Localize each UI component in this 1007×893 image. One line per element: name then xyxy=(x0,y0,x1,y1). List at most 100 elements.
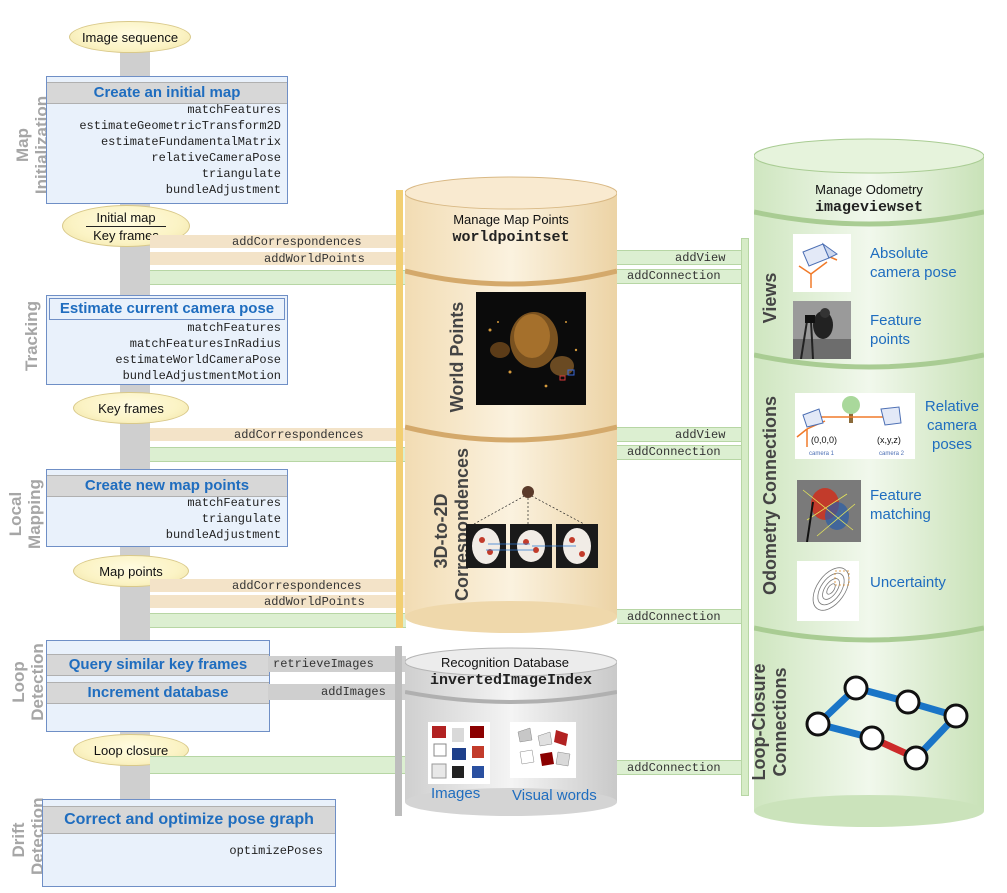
green-divider-bar xyxy=(741,238,749,796)
feature-matching-icon xyxy=(797,480,861,542)
fn-triangulate: triangulate xyxy=(201,167,281,181)
label-add-connection-2: addConnection xyxy=(627,445,721,459)
fn-estimate-fundamental-matrix: estimateFundamentalMatrix xyxy=(100,135,281,149)
worldpointset-class: worldpointset xyxy=(452,229,570,246)
feature-points-label: Feature points xyxy=(870,311,950,349)
label-retrieve-images: retrieveImages xyxy=(273,657,374,671)
label-add-world-points-3: addWorldPoints xyxy=(264,595,365,609)
band-add-connection-3 xyxy=(617,609,745,624)
band-add-world-points-3 xyxy=(150,595,406,608)
pill-label-bottom: Key frames xyxy=(93,227,159,243)
fn-match-features-in-radius: matchFeaturesInRadius xyxy=(129,337,281,351)
loop-detection-box: Query similar key frames Increment datab… xyxy=(46,640,270,732)
stage-label-text: Local Mapping xyxy=(6,479,44,549)
label-add-correspondences-1: addCorrespondences xyxy=(232,235,362,249)
feature-points-icon xyxy=(793,301,851,359)
world-points-image xyxy=(476,292,586,405)
pill-label: Image sequence xyxy=(81,29,179,45)
label-add-view-1: addView xyxy=(675,251,726,265)
views-section-label: Views xyxy=(760,272,780,324)
feature-matching-text: Feature matching xyxy=(870,487,931,523)
visual-words-label: Visual words xyxy=(512,787,597,804)
fn-triangulate: triangulate xyxy=(201,512,281,526)
label-add-images: addImages xyxy=(321,685,386,699)
relative-poses-icon: (0,0,0) (x,y,z) camera 1 camera 2 xyxy=(795,393,915,459)
label-add-correspondences-3: addCorrespondences xyxy=(232,579,362,593)
fn-match-features: matchFeatures xyxy=(187,103,281,117)
mapping-title: Create new map points xyxy=(47,475,287,497)
fn-optimize-poses: optimizePoses xyxy=(229,844,323,858)
stage-loop-detection: Loop Detection xyxy=(9,637,49,727)
gray-divider-bar xyxy=(395,646,402,816)
fn-match-features: matchFeatures xyxy=(187,321,281,335)
stage-tracking: Tracking xyxy=(22,301,41,371)
stage-label-text: Loop Detection xyxy=(9,643,47,721)
xyz-text: (x,y,z) xyxy=(877,435,901,445)
label-add-connection-3: addConnection xyxy=(627,610,721,624)
odometry-cylinder xyxy=(754,138,984,827)
loop-closure-label-text: Loop-Closure Connections xyxy=(749,663,790,781)
feature-points-text: Feature points xyxy=(870,312,922,348)
band-add-correspondences-2 xyxy=(150,428,406,441)
mapping-box: Create new map points matchFeatures tria… xyxy=(46,469,288,547)
increment-database-title: Increment database xyxy=(47,682,269,704)
fn-bundle-adjustment: bundleAdjustment xyxy=(165,183,281,197)
feature-matching-label: Feature matching xyxy=(870,486,950,524)
band-add-connection-2-left xyxy=(150,447,406,462)
drift-detection-box: Correct and optimize pose graph optimize… xyxy=(42,799,336,887)
absolute-pose-label: Absolute camera pose xyxy=(870,244,980,282)
image-sequence-pill: Image sequence xyxy=(69,21,191,53)
pill-label: Map points xyxy=(99,563,163,579)
odometry-connections-label: Odometry Connections xyxy=(760,395,780,595)
band-add-view-2 xyxy=(617,427,745,442)
query-similar-title: Query similar key frames xyxy=(47,654,269,676)
label-add-connection-4: addConnection xyxy=(627,761,721,775)
world-points-section-label: World Points xyxy=(447,301,467,413)
band-add-correspondences-3 xyxy=(150,579,406,592)
band-add-connection-4-left xyxy=(150,756,406,774)
band-add-images xyxy=(268,684,406,700)
loop-closure-pill: Loop closure xyxy=(73,734,189,766)
recognition-title: Recognition Database xyxy=(441,655,569,670)
fn-match-features: matchFeatures xyxy=(187,496,281,510)
relative-poses-label: Relative camera poses xyxy=(918,397,986,454)
uncertainty-icon xyxy=(797,561,859,621)
band-add-connection-4 xyxy=(617,760,745,775)
stage-local-mapping: Local Mapping xyxy=(6,474,46,554)
camera2-text: camera 2 xyxy=(879,451,905,457)
pill-label: Key frames xyxy=(98,400,164,416)
band-add-connection-1-left xyxy=(150,270,406,285)
pill-label: Loop closure xyxy=(93,742,169,758)
band-add-connection-3-left xyxy=(150,613,406,628)
correspondences-image xyxy=(466,486,598,568)
visual-words-thumbnail xyxy=(510,722,576,778)
tracking-box: Estimate current camera pose matchFeatur… xyxy=(46,295,288,385)
pose-graph xyxy=(805,675,969,771)
loop-closure-connections-label: Loop-Closure Connections xyxy=(749,649,793,795)
initial-map-box: Create an initial map matchFeatures esti… xyxy=(46,76,288,204)
camera1-text: camera 1 xyxy=(809,451,835,457)
band-add-connection-2 xyxy=(617,445,745,460)
imageviewset-class: imageviewset xyxy=(814,199,924,216)
band-add-view-1 xyxy=(617,250,745,265)
origin-text: (0,0,0) xyxy=(811,435,837,445)
band-retrieve-images xyxy=(268,656,406,672)
initial-map-title: Create an initial map xyxy=(47,82,287,104)
band-add-connection-1 xyxy=(617,269,745,284)
fn-estimate-world-camera-pose: estimateWorldCameraPose xyxy=(115,353,281,367)
label-add-view-2: addView xyxy=(675,428,726,442)
label-add-correspondences-2: addCorrespondences xyxy=(234,428,364,442)
relative-poses-text: Relative camera poses xyxy=(924,398,980,453)
fn-estimate-geometric-transform: estimateGeometricTransform2D xyxy=(79,119,281,133)
label-add-world-points-1: addWorldPoints xyxy=(264,252,365,266)
images-thumbnail xyxy=(428,722,490,784)
fn-bundle-adjustment: bundleAdjustment xyxy=(165,528,281,542)
absolute-pose-text: Absolute camera pose xyxy=(870,245,957,281)
band-add-correspondences-1 xyxy=(150,235,406,248)
yellow-divider-bar xyxy=(396,190,403,628)
map-points-title: Manage Map Points xyxy=(453,212,569,227)
pill-label-top: Initial map xyxy=(86,210,166,227)
fn-bundle-adjustment-motion: bundleAdjustmentMotion xyxy=(122,369,281,383)
band-add-world-points-1 xyxy=(150,252,406,265)
absolute-pose-icon xyxy=(793,234,851,292)
